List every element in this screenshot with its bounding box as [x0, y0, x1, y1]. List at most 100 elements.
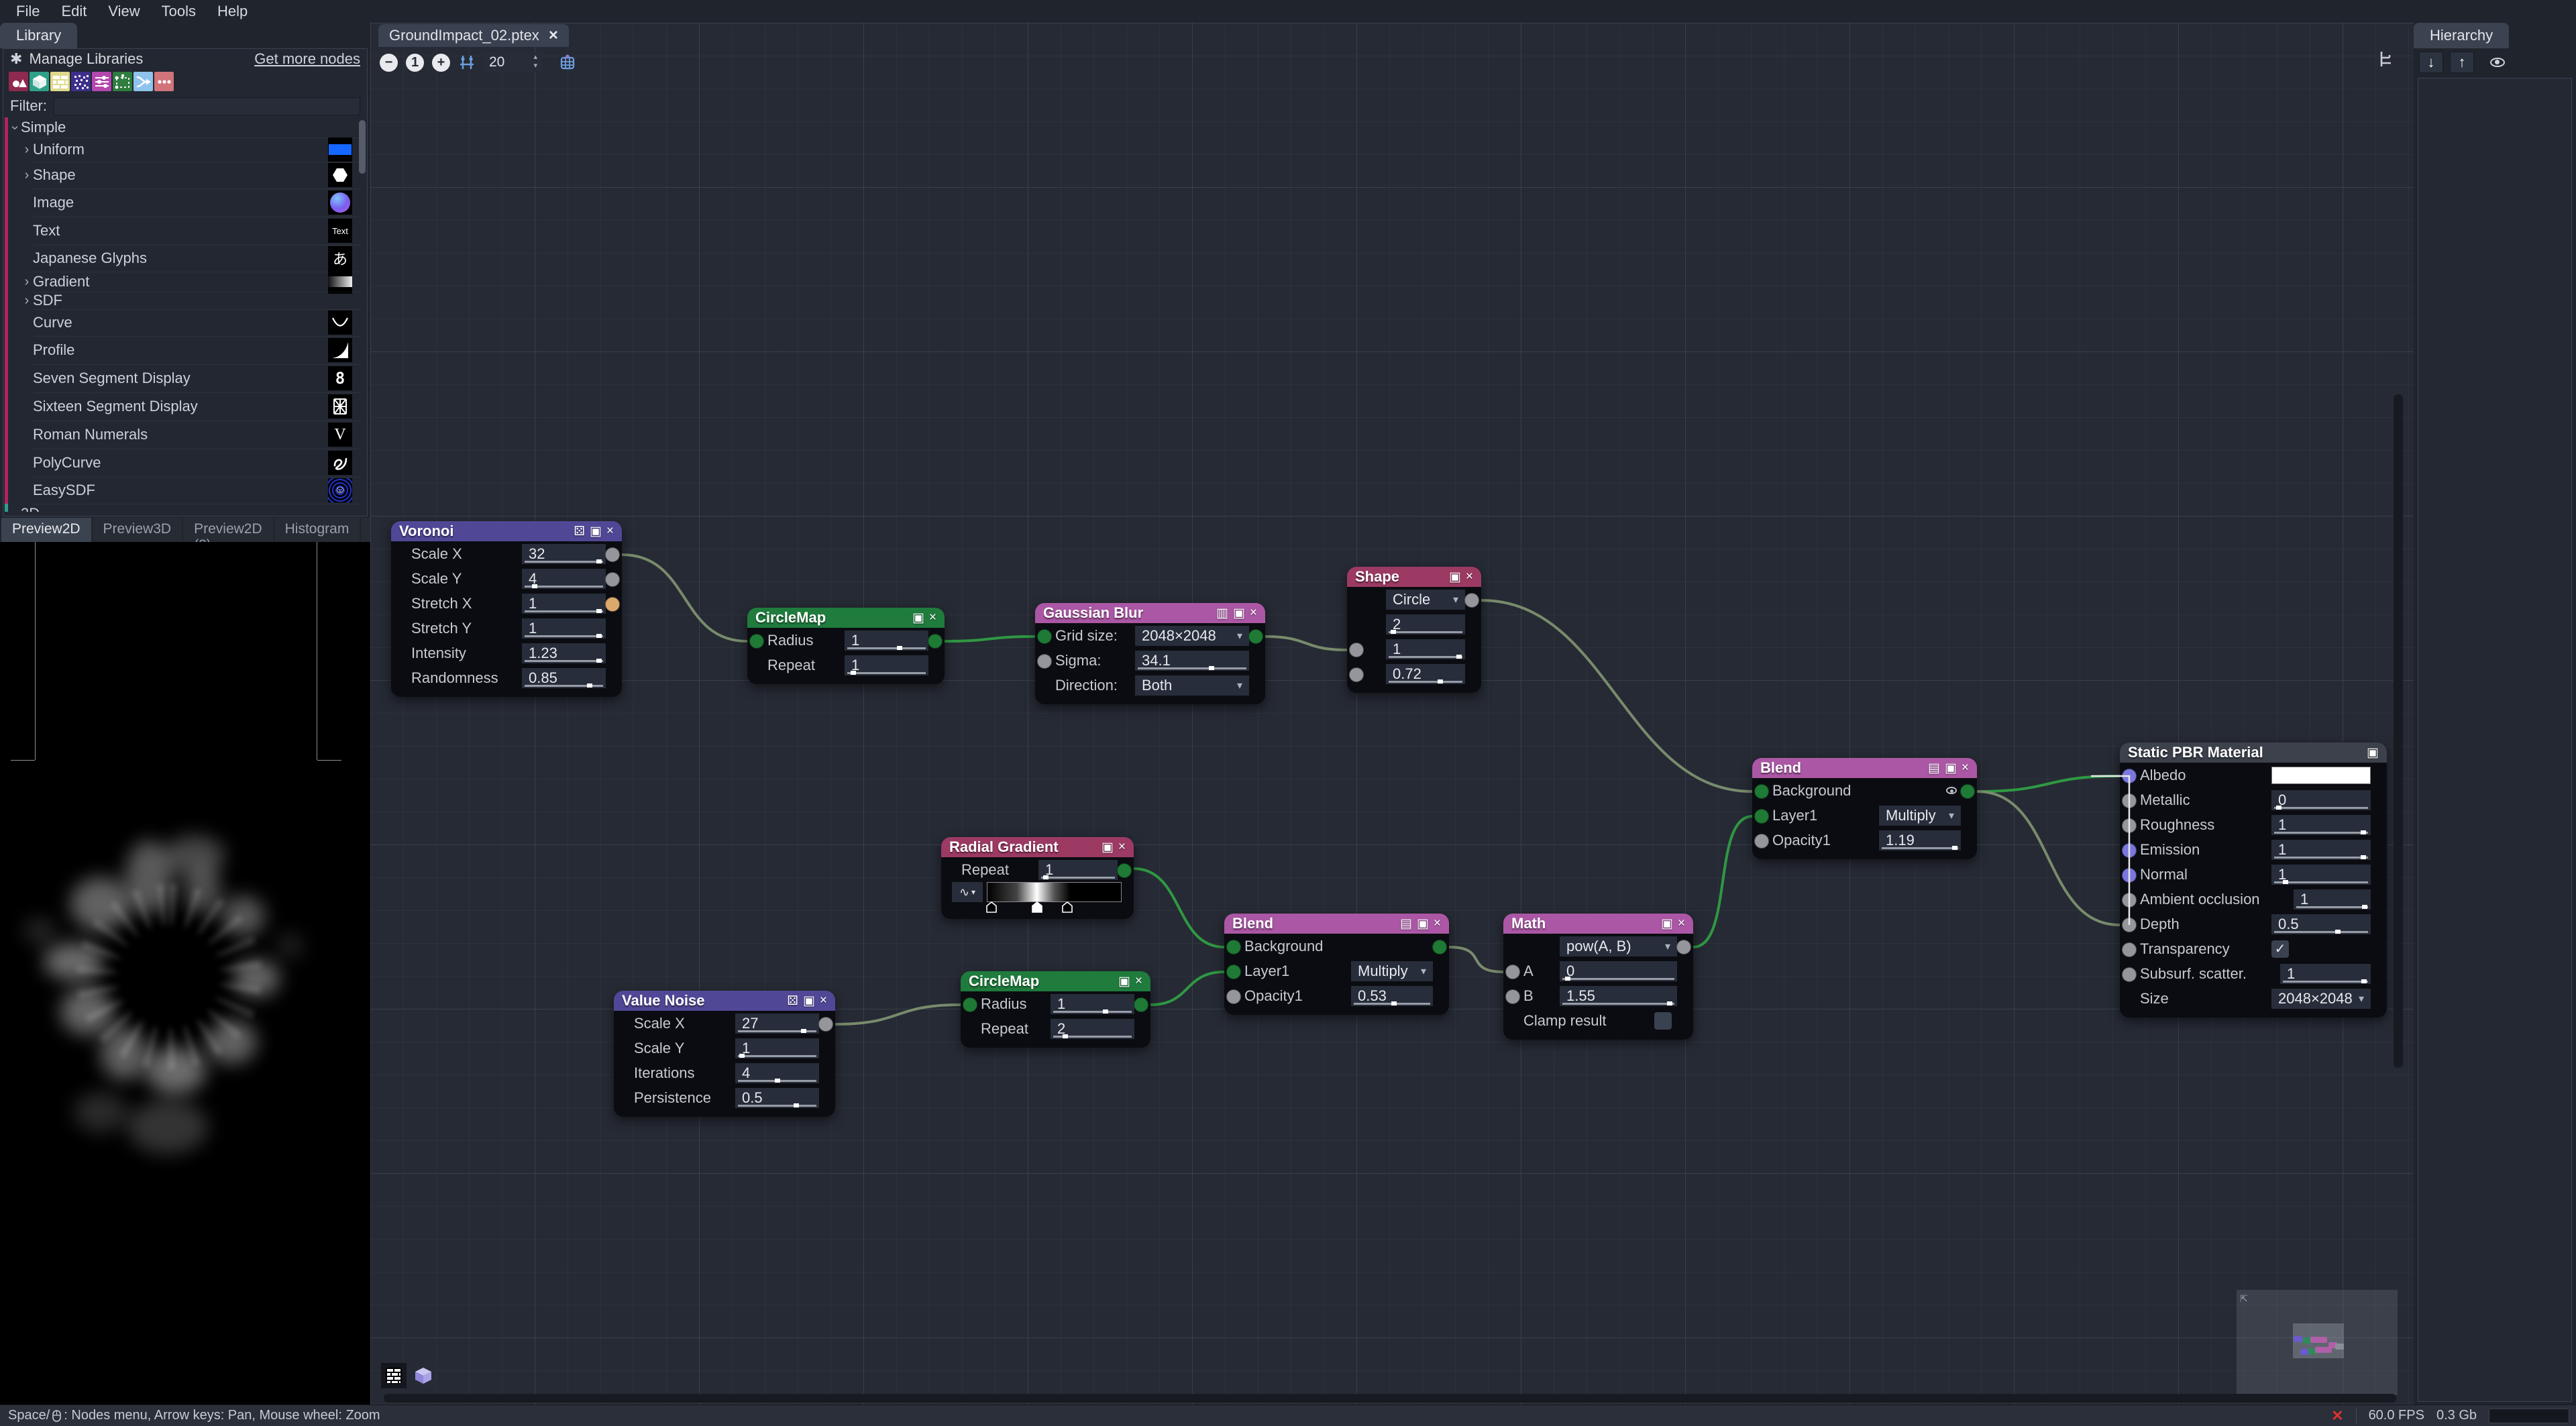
- document-tab[interactable]: GroundImpact_02.ptex ×: [378, 24, 569, 47]
- tab-library[interactable]: Library: [0, 23, 78, 48]
- sliders-library-icon[interactable]: [92, 72, 111, 91]
- preview-icon[interactable]: ▣: [1660, 916, 1673, 931]
- chevron-down-icon[interactable]: ›: [7, 125, 23, 130]
- preview-icon[interactable]: ▣: [1944, 761, 1957, 775]
- gradient-bar[interactable]: [986, 882, 1122, 913]
- param-value[interactable]: 0.5: [2271, 914, 2371, 934]
- layers-icon[interactable]: ▤: [1399, 916, 1412, 931]
- library-item-image[interactable]: Image: [3, 188, 367, 217]
- library-item-sixteen-segment-display[interactable]: Sixteen Segment Display: [3, 392, 367, 421]
- dice-icon[interactable]: ⚄: [574, 524, 585, 539]
- param-value[interactable]: 1: [2271, 814, 2371, 835]
- output-port-green[interactable]: [1960, 784, 1975, 799]
- hierarchy-up-button[interactable]: ↑: [2450, 52, 2474, 73]
- input-port-gray[interactable]: [1754, 834, 1769, 848]
- param-value[interactable]: 1: [735, 1038, 819, 1058]
- output-port-green[interactable]: [928, 634, 943, 649]
- preview-icon[interactable]: ▣: [1101, 840, 1114, 855]
- library-group-simple[interactable]: ›Simple: [3, 117, 367, 138]
- input-port-gray[interactable]: [1226, 989, 1241, 1004]
- input-port-gray[interactable]: [1349, 667, 1364, 682]
- param-value[interactable]: 1: [2271, 839, 2371, 860]
- output-port-gray[interactable]: [1464, 593, 1479, 608]
- chevron-right-icon[interactable]: ›: [24, 274, 30, 289]
- param-value[interactable]: 0.53: [1351, 985, 1433, 1006]
- menu-item-help[interactable]: Help: [217, 3, 248, 19]
- menu-item-file[interactable]: File: [16, 3, 40, 19]
- param-value[interactable]: 0.72: [1386, 663, 1465, 684]
- library-item-profile[interactable]: Profile: [3, 336, 367, 364]
- preview-icon[interactable]: ▣: [1448, 569, 1461, 584]
- param-value[interactable]: 1: [2271, 864, 2371, 885]
- pins-library-icon[interactable]: [113, 72, 132, 91]
- hierarchy-eye-icon[interactable]: [2490, 58, 2505, 67]
- param-value[interactable]: 1.19: [1879, 830, 1961, 851]
- param-value[interactable]: 1: [2280, 963, 2371, 984]
- preview-icon[interactable]: ▣: [1232, 606, 1245, 620]
- menu-item-tools[interactable]: Tools: [161, 3, 197, 19]
- noise-library-icon[interactable]: [71, 72, 91, 91]
- library-item-polycurve[interactable]: PolyCurve: [3, 449, 367, 477]
- gradient-cursor[interactable]: [986, 901, 997, 916]
- zoom-out-button[interactable]: −: [380, 53, 398, 72]
- param-value[interactable]: 4: [522, 568, 606, 589]
- input-port-gray[interactable]: [1505, 965, 1520, 979]
- interpolation-select[interactable]: ∿▾: [952, 882, 983, 902]
- param-value[interactable]: 0: [1560, 961, 1677, 981]
- dice-icon[interactable]: ⚄: [787, 993, 798, 1008]
- gradient-cursor[interactable]: [1062, 901, 1073, 916]
- menu-item-view[interactable]: View: [108, 3, 140, 19]
- param-value[interactable]: 34.1: [1135, 650, 1249, 671]
- output-port-gray[interactable]: [605, 547, 620, 562]
- output-port-gray[interactable]: [1676, 940, 1691, 954]
- checkbox-checked[interactable]: ✓: [2271, 940, 2289, 958]
- input-port-gray[interactable]: [2122, 942, 2137, 957]
- close-icon[interactable]: ×: [1433, 916, 1441, 930]
- spinner-arrows-icon[interactable]: ▴▾: [533, 53, 537, 70]
- param-value[interactable]: 1: [1386, 639, 1465, 659]
- close-icon[interactable]: ×: [928, 610, 936, 624]
- library-item-uniform[interactable]: ›Uniform: [3, 138, 367, 162]
- param-dropdown[interactable]: Circle▾: [1386, 589, 1465, 610]
- menu-item-edit[interactable]: Edit: [61, 3, 87, 19]
- output-port-green[interactable]: [1432, 940, 1447, 954]
- zoom-reset-button[interactable]: 1: [406, 53, 424, 72]
- output-port-green[interactable]: [1134, 997, 1148, 1012]
- param-value[interactable]: 2: [1386, 614, 1465, 635]
- document-tab-close-icon[interactable]: ×: [548, 26, 558, 44]
- checkbox[interactable]: [1654, 1011, 1672, 1030]
- library-item-gradient[interactable]: ›Gradient: [3, 270, 367, 294]
- input-port-gray[interactable]: [1037, 654, 1052, 669]
- param-value[interactable]: 1: [522, 618, 606, 639]
- tab-preview2d-2-[interactable]: Preview2D (2): [183, 518, 273, 553]
- close-icon[interactable]: ×: [1961, 761, 1969, 775]
- input-port-gray[interactable]: [1505, 989, 1520, 1004]
- chevron-right-icon[interactable]: ›: [24, 167, 30, 182]
- color-swatch[interactable]: [2271, 766, 2371, 784]
- input-port-gray[interactable]: [1349, 643, 1364, 657]
- graph-hierarchy-icon[interactable]: [2376, 50, 2396, 68]
- get-more-nodes-link[interactable]: Get more nodes: [254, 50, 360, 67]
- tab-hierarchy[interactable]: Hierarchy: [2414, 23, 2510, 48]
- hierarchy-tree[interactable]: [2418, 78, 2572, 1402]
- input-port-green[interactable]: [1037, 629, 1052, 644]
- param-value[interactable]: 27: [735, 1013, 819, 1034]
- output-port-gray[interactable]: [818, 1017, 833, 1032]
- output-port-orange[interactable]: [605, 597, 620, 612]
- param-dropdown[interactable]: Multiply▾: [1879, 805, 1961, 826]
- dots-library-icon[interactable]: [154, 72, 174, 91]
- chevron-right-icon[interactable]: ›: [24, 142, 30, 157]
- input-port-gray[interactable]: [2122, 967, 2137, 982]
- filter-input[interactable]: [54, 97, 360, 115]
- param-value[interactable]: 0.85: [522, 667, 606, 688]
